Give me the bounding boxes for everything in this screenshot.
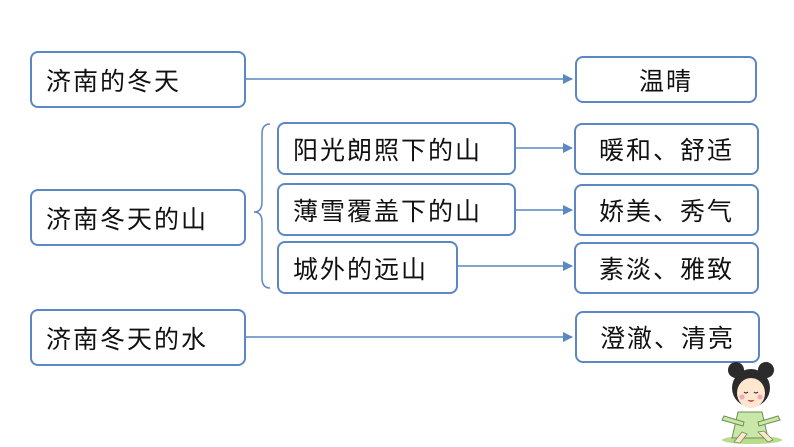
- sub3-label: 城外的远山: [293, 254, 429, 284]
- sub2-result-box: 娇美、秀气: [574, 184, 759, 236]
- cartoon-girl-illustration: [721, 362, 782, 444]
- topic3-label: 济南冬天的水: [46, 324, 209, 354]
- topic1-label: 济南的冬天: [46, 66, 182, 96]
- sub1-label: 阳光朗照下的山: [293, 135, 483, 165]
- sub2-result: 娇美、秀气: [598, 197, 734, 226]
- topic2-label: 济南冬天的山: [46, 204, 209, 234]
- sub3-result-box: 素淡、雅致: [574, 242, 759, 294]
- sub3-box: 城外的远山: [277, 241, 458, 294]
- sub3-result: 素淡、雅致: [598, 255, 734, 284]
- sub2-box: 薄雪覆盖下的山: [277, 183, 516, 236]
- sub1-box: 阳光朗照下的山: [277, 122, 516, 175]
- topic3-result: 澄澈、清亮: [599, 324, 735, 353]
- sub1-result-box: 暖和、舒适: [574, 123, 759, 175]
- brace: [253, 123, 271, 289]
- sub2-label: 薄雪覆盖下的山: [293, 196, 483, 226]
- topic1-result-box: 温晴: [575, 56, 757, 103]
- sub1-result: 暖和、舒适: [598, 136, 734, 165]
- topic3-result-box: 澄澈、清亮: [575, 311, 760, 363]
- topic1-result: 温晴: [638, 66, 693, 96]
- topic3-box: 济南冬天的水: [30, 309, 246, 366]
- topic2-box: 济南冬天的山: [30, 189, 246, 246]
- topic1-box: 济南的冬天: [30, 51, 246, 108]
